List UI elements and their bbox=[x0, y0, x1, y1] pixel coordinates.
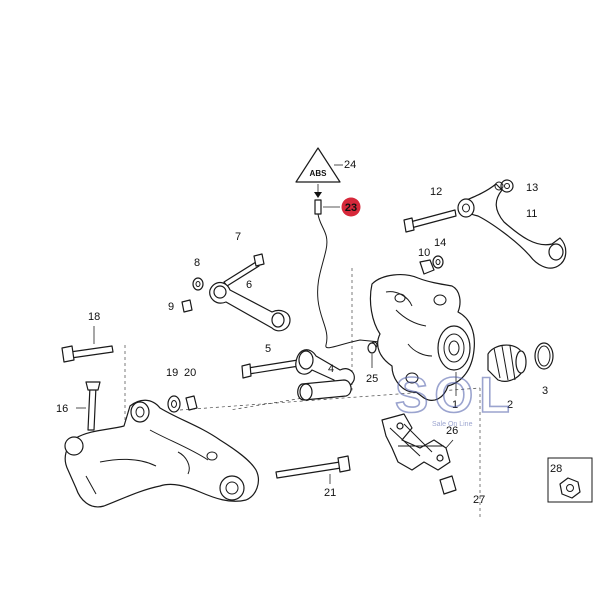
callouts: 24 12 13 11 7 10 14 8 6 9 18 5 4 19 20 2… bbox=[56, 159, 562, 506]
control-link-6[interactable] bbox=[209, 281, 291, 332]
sol-watermark-logo: SOL Sale On Line bbox=[394, 366, 516, 428]
bolt-21[interactable] bbox=[275, 455, 351, 479]
callout-21: 21 bbox=[324, 487, 336, 499]
callout-19: 19 bbox=[166, 367, 178, 379]
callout-18: 18 bbox=[88, 311, 100, 323]
callout-26: 26 bbox=[446, 425, 458, 437]
bolt-12[interactable] bbox=[403, 209, 457, 233]
callout-25: 25 bbox=[366, 373, 378, 385]
warning-triangle-label[interactable]: ABS bbox=[295, 147, 341, 183]
callout-13: 13 bbox=[526, 182, 538, 194]
ring-3[interactable] bbox=[534, 342, 554, 370]
wheel-carrier[interactable] bbox=[369, 274, 475, 401]
nut-20[interactable] bbox=[185, 395, 198, 411]
callout-7: 7 bbox=[235, 231, 241, 243]
reference-frame bbox=[124, 268, 481, 520]
highlight-callout-23[interactable]: 23 bbox=[341, 197, 361, 217]
callout-23: 23 bbox=[345, 202, 357, 214]
callout-9: 9 bbox=[168, 301, 174, 313]
washer-19[interactable] bbox=[167, 395, 181, 413]
callout-20: 20 bbox=[184, 367, 196, 379]
bolt-7[interactable] bbox=[223, 253, 265, 287]
callout-28: 28 bbox=[550, 463, 562, 475]
bushing-2[interactable] bbox=[487, 344, 527, 382]
callout-1: 1 bbox=[452, 399, 458, 411]
callout-12: 12 bbox=[430, 186, 442, 198]
inset-box-28[interactable] bbox=[547, 457, 593, 503]
callout-14: 14 bbox=[434, 237, 446, 249]
callout-2: 2 bbox=[507, 399, 513, 411]
link-4[interactable] bbox=[295, 349, 355, 401]
nut-10[interactable] bbox=[419, 259, 435, 275]
callout-4: 4 bbox=[328, 363, 334, 375]
nut-8[interactable] bbox=[192, 277, 204, 291]
nut-25[interactable] bbox=[367, 342, 377, 354]
nut-14[interactable] bbox=[432, 255, 444, 269]
rear-subframe[interactable] bbox=[64, 399, 259, 508]
nut-13[interactable] bbox=[500, 179, 514, 193]
sensor-bracket-26[interactable] bbox=[381, 413, 451, 471]
callout-6: 6 bbox=[246, 279, 252, 291]
callout-16: 16 bbox=[56, 403, 68, 415]
warning-label-text: ABS bbox=[310, 169, 328, 178]
nut-9[interactable] bbox=[181, 299, 193, 313]
callout-8: 8 bbox=[194, 257, 200, 269]
bolt-16[interactable] bbox=[85, 381, 101, 431]
upper-control-arm[interactable] bbox=[457, 181, 567, 269]
watermark-logo-text: SOL bbox=[395, 367, 516, 423]
callout-11: 11 bbox=[526, 208, 537, 220]
watermark-tagline: Sale On Line bbox=[432, 421, 473, 428]
callout-10: 10 bbox=[418, 247, 430, 259]
callout-24: 24 bbox=[344, 159, 356, 171]
part-27[interactable] bbox=[439, 475, 457, 495]
callout-3: 3 bbox=[542, 385, 548, 397]
bolt-18[interactable] bbox=[61, 345, 114, 363]
bolt-5[interactable] bbox=[241, 359, 300, 379]
callout-27: 27 bbox=[473, 494, 485, 506]
callout-5: 5 bbox=[265, 343, 271, 355]
